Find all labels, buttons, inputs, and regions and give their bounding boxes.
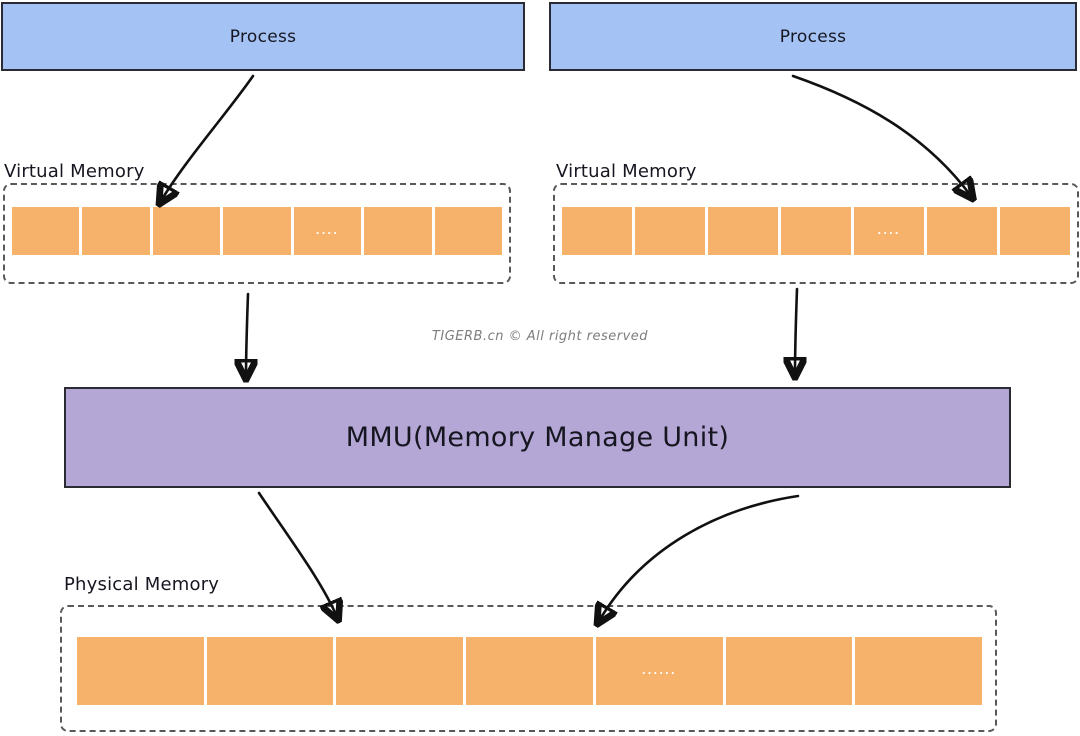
memory-cell <box>77 637 204 705</box>
physical-memory-cells: ...... <box>77 637 983 705</box>
memory-cell <box>12 207 80 255</box>
memory-cell <box>223 207 291 255</box>
watermark-text: TIGERB.cn © All right reserved <box>431 329 649 344</box>
memory-cell <box>708 207 778 255</box>
memory-cell <box>466 637 593 705</box>
mmu-box-label: MMU(Memory Manage Unit) <box>345 422 730 453</box>
memory-cell <box>364 207 432 255</box>
virtual-memory-right-box: .... <box>553 183 1079 284</box>
virtual-memory-right-cells: .... <box>562 207 1070 255</box>
memory-cell <box>635 207 705 255</box>
memory-cell: ...... <box>595 637 723 705</box>
memory-cell <box>82 207 150 255</box>
physical-memory-label: Physical Memory <box>64 574 220 595</box>
memory-cell <box>152 207 221 255</box>
arrow-mmu-to-physical-memory-left <box>257 491 337 617</box>
virtual-memory-right-label: Virtual Memory <box>556 161 697 182</box>
memory-cell: .... <box>293 207 362 255</box>
memory-cell: .... <box>854 207 924 255</box>
memory-cell <box>434 207 502 255</box>
arrow-mmu-to-physical-memory-right <box>599 494 800 621</box>
process-box-right: Process <box>549 2 1077 71</box>
arrow-process-right-to-virtual-memory <box>791 74 971 196</box>
memory-cell <box>725 637 853 705</box>
mmu-box: MMU(Memory Manage Unit) <box>64 387 1011 488</box>
virtual-memory-left-box: .... <box>3 183 511 284</box>
memory-cell <box>1000 207 1070 255</box>
memory-cell <box>781 207 851 255</box>
virtual-memory-left-label: Virtual Memory <box>4 161 145 182</box>
process-box-right-label: Process <box>779 26 847 47</box>
physical-memory-box: ...... <box>60 605 997 732</box>
memory-cell <box>336 637 464 705</box>
virtual-memory-left-cells: .... <box>12 207 502 255</box>
process-box-left: Process <box>1 2 525 71</box>
memory-cell <box>855 637 983 705</box>
memory-cell <box>562 207 632 255</box>
memory-cell <box>927 207 997 255</box>
process-box-left-label: Process <box>229 26 297 47</box>
memory-cell <box>206 637 334 705</box>
